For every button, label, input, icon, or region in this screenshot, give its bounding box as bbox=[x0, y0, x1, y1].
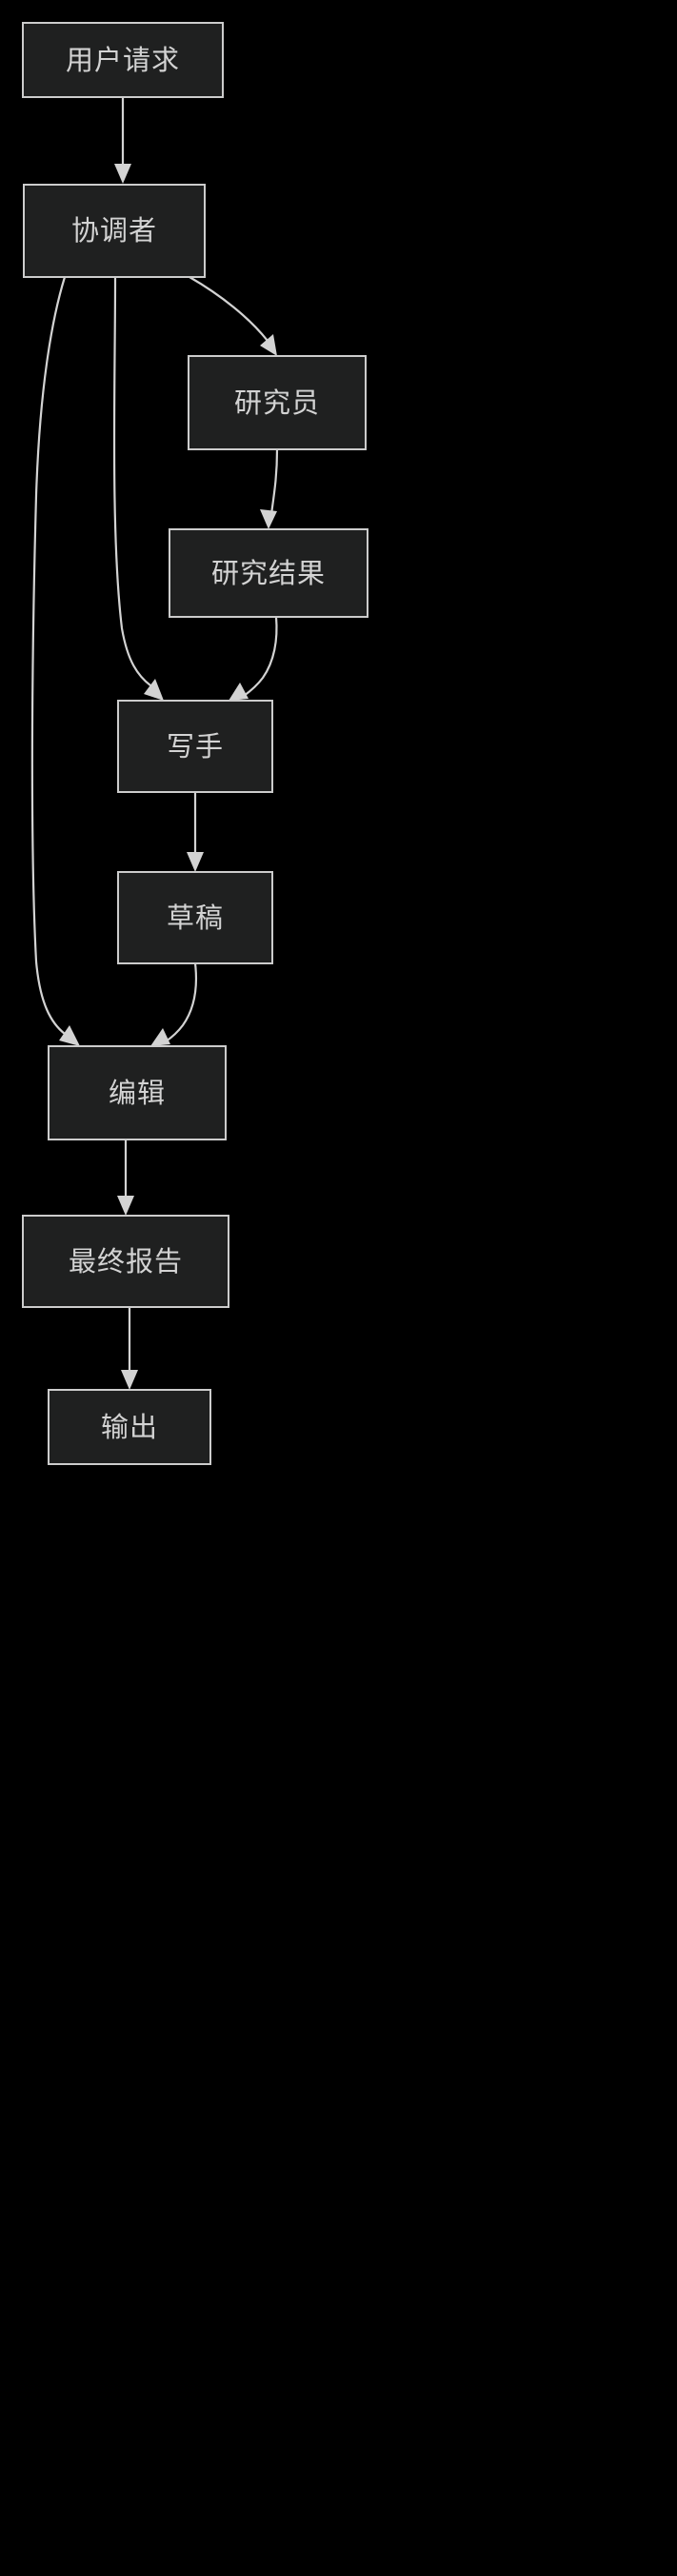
edge-coordinator-to-editor bbox=[30, 276, 80, 1046]
node-final-report[interactable]: 最终报告 bbox=[22, 1215, 229, 1308]
edge-final-report-to-output bbox=[121, 1307, 138, 1390]
node-label-final-report: 最终报告 bbox=[69, 1246, 183, 1278]
node-label-output: 输出 bbox=[101, 1412, 158, 1443]
node-researcher[interactable]: 研究员 bbox=[188, 355, 367, 450]
edge-line bbox=[165, 962, 198, 1042]
node-box[interactable] bbox=[117, 700, 273, 793]
edge-line bbox=[189, 276, 269, 342]
node-coordinator[interactable]: 协调者 bbox=[23, 184, 206, 278]
arrow-head-icon bbox=[150, 1028, 170, 1046]
node-box[interactable] bbox=[117, 871, 273, 964]
edge-editor-to-final-report bbox=[117, 1139, 134, 1216]
arrow-head-icon bbox=[121, 1370, 138, 1390]
arrow-head-icon bbox=[229, 683, 249, 701]
arrow-head-icon bbox=[260, 509, 277, 529]
node-box[interactable] bbox=[22, 22, 224, 98]
arrow-head-icon bbox=[260, 334, 277, 356]
node-label-coordinator: 协调者 bbox=[71, 215, 157, 247]
arrow-head-icon bbox=[114, 164, 131, 184]
node-label-draft: 草稿 bbox=[167, 902, 224, 934]
arrow-head-icon bbox=[187, 852, 204, 872]
node-box[interactable] bbox=[48, 1389, 211, 1465]
edge-layer bbox=[30, 97, 279, 1390]
node-label-research-result: 研究结果 bbox=[211, 558, 326, 589]
node-output[interactable]: 输出 bbox=[48, 1389, 211, 1465]
arrow-head-icon bbox=[144, 679, 164, 701]
node-box[interactable] bbox=[22, 1215, 229, 1308]
node-layer: 用户请求 协调者 研究员 研究结果 写手 草稿 bbox=[22, 22, 368, 1465]
edge-research-result-to-writer bbox=[229, 616, 278, 701]
node-label-researcher: 研究员 bbox=[234, 387, 320, 419]
edge-coordinator-to-researcher bbox=[189, 276, 277, 356]
node-label-user-request: 用户请求 bbox=[66, 45, 180, 76]
node-user-request[interactable]: 用户请求 bbox=[22, 22, 224, 98]
node-research-result[interactable]: 研究结果 bbox=[169, 528, 368, 618]
edge-draft-to-editor bbox=[150, 962, 198, 1046]
edge-line bbox=[269, 448, 279, 515]
arrow-head-icon bbox=[117, 1196, 134, 1216]
node-label-editor: 编辑 bbox=[109, 1078, 166, 1109]
node-writer[interactable]: 写手 bbox=[117, 700, 273, 793]
edge-coordinator-to-writer bbox=[112, 276, 164, 701]
edge-researcher-to-research-result bbox=[260, 448, 279, 529]
node-box[interactable] bbox=[169, 528, 368, 618]
node-box[interactable] bbox=[188, 355, 367, 450]
edge-line bbox=[243, 616, 278, 697]
node-label-writer: 写手 bbox=[167, 731, 224, 763]
node-editor[interactable]: 编辑 bbox=[48, 1045, 227, 1140]
edge-line bbox=[30, 276, 67, 1035]
node-box[interactable] bbox=[23, 184, 206, 278]
edge-user-request-to-coordinator bbox=[114, 97, 131, 184]
node-draft[interactable]: 草稿 bbox=[117, 871, 273, 964]
edge-line bbox=[112, 276, 151, 686]
node-box[interactable] bbox=[48, 1045, 227, 1140]
edge-writer-to-draft bbox=[187, 792, 204, 872]
arrow-head-icon bbox=[59, 1025, 80, 1046]
